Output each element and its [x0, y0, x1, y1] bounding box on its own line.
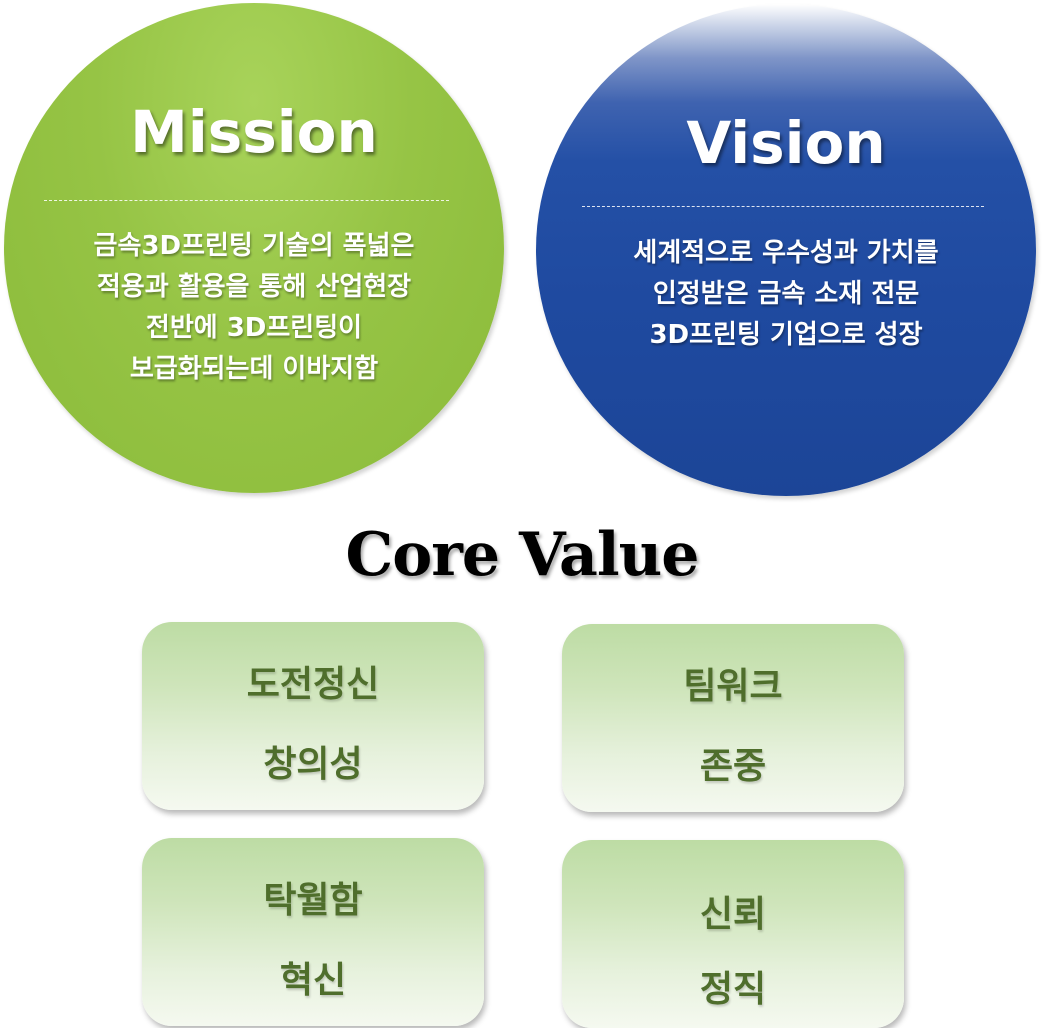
value-card-line: 존중	[699, 746, 767, 787]
value-card-line: 도전정신	[246, 664, 380, 705]
mission-line: 적용과 활용을 통해 산업현장	[96, 272, 412, 302]
mission-circle: Mission 금속3D프린팅 기술의 폭넓은 적용과 활용을 통해 산업현장 …	[4, 3, 504, 493]
mission-text: 금속3D프린팅 기술의 폭넓은 적용과 활용을 통해 산업현장 전반에 3D프린…	[4, 226, 504, 390]
vision-divider	[582, 206, 984, 207]
vision-line: 인정받은 금속 소재 전문	[652, 279, 920, 309]
value-card-line: 창의성	[263, 744, 363, 785]
vision-title: Vision	[686, 109, 886, 177]
value-card-challenge: 도전정신 창의성	[142, 622, 484, 810]
value-card-line: 팀워크	[683, 666, 783, 707]
value-card-trust: 신뢰 정직	[562, 840, 904, 1028]
mission-line: 금속3D프린팅 기술의 폭넓은	[93, 231, 415, 261]
mission-line: 전반에 3D프린팅이	[145, 313, 363, 343]
mission-line: 보급화되는데 이바지함	[129, 354, 379, 384]
value-card-line: 탁월함	[263, 880, 363, 921]
value-card-line: 정직	[699, 969, 767, 1010]
value-card-line: 신뢰	[699, 894, 767, 935]
mission-divider	[44, 200, 449, 201]
core-value-title: Core Value	[345, 520, 700, 590]
vision-line: 3D프린팅 기업으로 성장	[649, 320, 923, 350]
value-card-teamwork: 팀워크 존중	[562, 624, 904, 812]
value-card-excellence: 탁월함 혁신	[142, 838, 484, 1026]
vision-circle: Vision 세계적으로 우수성과 가치를 인정받은 금속 소재 전문 3D프린…	[536, 4, 1036, 496]
mission-title: Mission	[130, 98, 378, 166]
value-card-line: 혁신	[279, 960, 347, 1001]
vision-line: 세계적으로 우수성과 가치를	[633, 238, 939, 268]
vision-text: 세계적으로 우수성과 가치를 인정받은 금속 소재 전문 3D프린팅 기업으로 …	[536, 233, 1036, 356]
